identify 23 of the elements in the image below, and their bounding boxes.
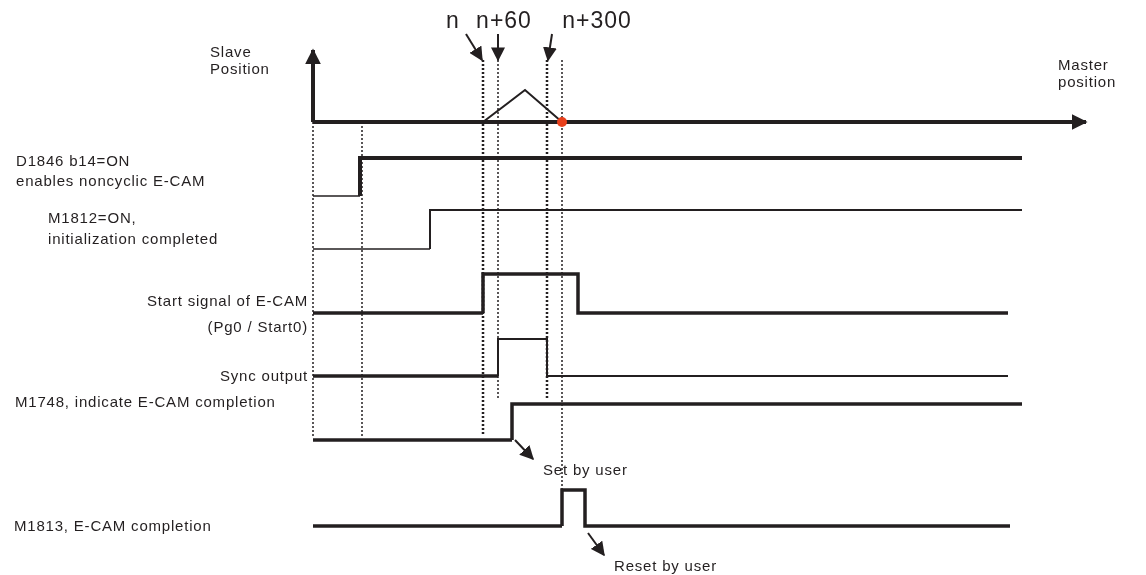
- time-marker-label: n+300: [552, 6, 642, 34]
- arrow: [514, 439, 534, 460]
- signal-label: M1812=ON,: [48, 209, 137, 227]
- signal-label: Sync output: [218, 367, 308, 385]
- leader-arrow: [491, 33, 505, 62]
- arrow: [587, 532, 605, 557]
- annotation-text: Reset by user: [604, 555, 740, 575]
- axis-label: Master position: [1058, 56, 1118, 91]
- leader-arrow: [543, 33, 557, 62]
- signal-label: enables noncyclic E-CAM: [16, 172, 206, 190]
- signal-label: D1846 b14=ON: [16, 152, 131, 170]
- time-marker-label: n: [440, 6, 466, 34]
- leader-arrow: [465, 33, 483, 62]
- axis-label: Slave Position: [210, 43, 271, 78]
- annotation-text: Set by user: [533, 459, 663, 479]
- signal-label: (Pg0 / Start0): [206, 318, 308, 336]
- guide-line: [545, 60, 549, 400]
- signal-label: Start signal of E-CAM: [146, 292, 308, 310]
- signal-label: M1748, indicate E-CAM completion: [15, 393, 277, 411]
- time-marker-label: n+60: [472, 6, 536, 34]
- signal-label: initialization completed: [48, 230, 219, 248]
- guide-line: [497, 59, 499, 401]
- guide-line: [481, 60, 485, 436]
